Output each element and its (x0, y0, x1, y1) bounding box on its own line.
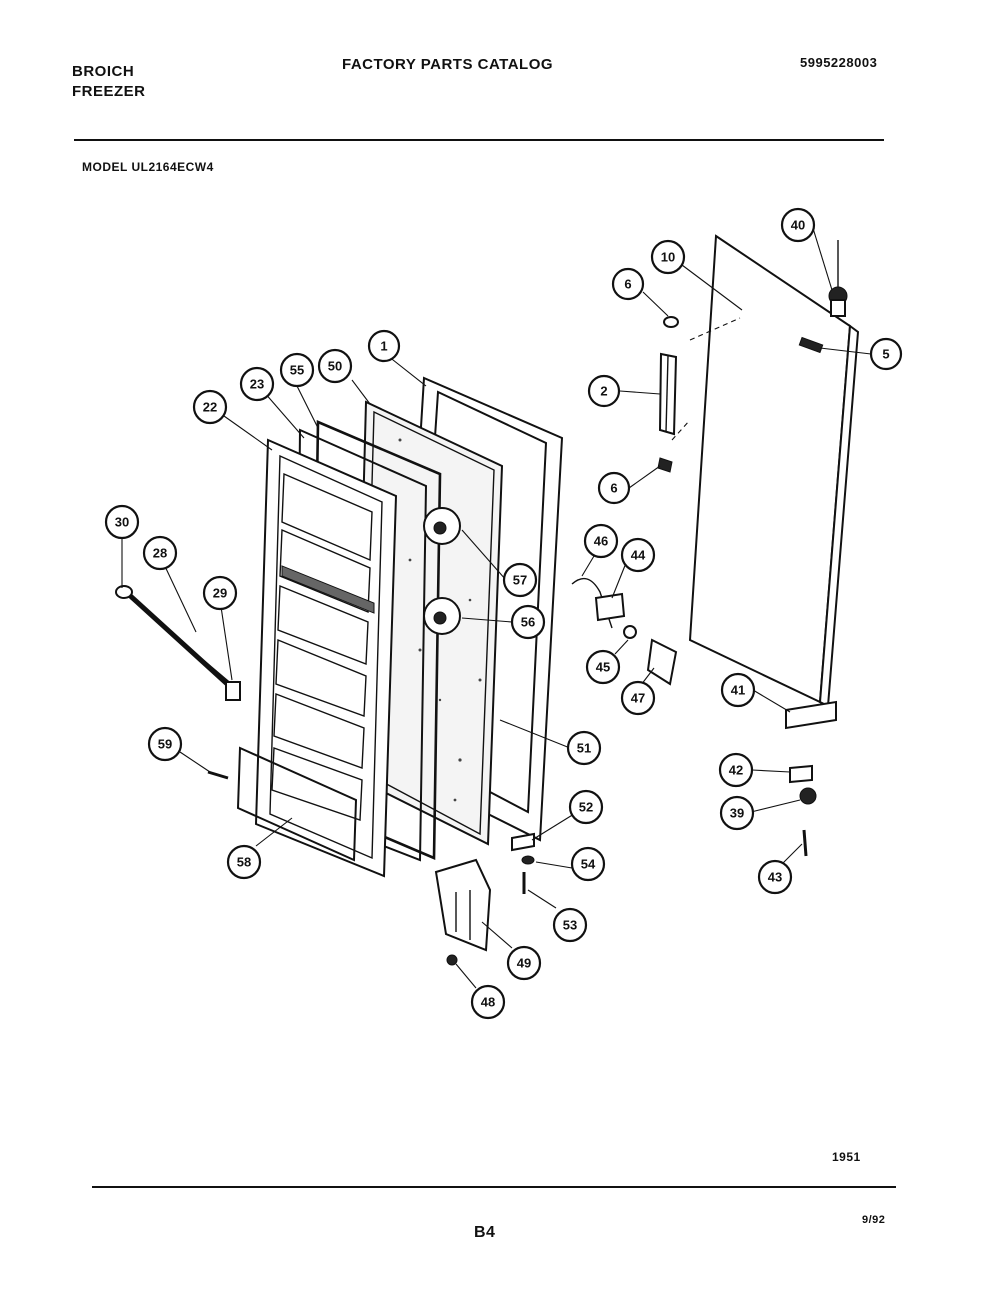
callout-42: 42 (718, 752, 754, 788)
svg-text:49: 49 (517, 956, 531, 971)
callout-1: 1 (367, 329, 401, 363)
catalog-number: 5995228003 (800, 55, 878, 70)
svg-text:10: 10 (661, 250, 675, 265)
callout-53: 53 (552, 907, 588, 943)
callout-56: 56 (510, 604, 546, 640)
callout-51: 51 (566, 730, 602, 766)
callout-30: 30 (104, 504, 140, 540)
svg-text:53: 53 (563, 918, 577, 933)
svg-text:40: 40 (791, 218, 805, 233)
bottom-trim (236, 746, 358, 862)
callout-22: 22 (192, 389, 228, 425)
svg-text:41: 41 (731, 683, 745, 698)
svg-text:56: 56 (521, 615, 535, 630)
svg-text:1: 1 (380, 339, 387, 354)
hinge-bushing-part (828, 240, 848, 317)
screw-59 (207, 770, 229, 780)
callout-6-top: 6 (611, 267, 645, 301)
handle-plate-mark (798, 336, 824, 354)
hinge-bracket (785, 700, 837, 730)
hinge-screw (802, 829, 808, 857)
callout-54: 54 (570, 846, 606, 882)
svg-text:46: 46 (594, 534, 608, 549)
callout-23: 23 (239, 366, 275, 402)
svg-text:48: 48 (481, 995, 495, 1010)
footer-rule (92, 1186, 896, 1188)
callout-41: 41 (720, 672, 756, 708)
callout-5: 5 (869, 337, 903, 371)
header-rule (74, 139, 884, 141)
svg-text:50: 50 (328, 359, 342, 374)
svg-text:2: 2 (600, 384, 607, 399)
callout-48: 48 (470, 984, 506, 1020)
svg-text:45: 45 (596, 660, 610, 675)
callout-46: 46 (583, 523, 619, 559)
hinge-bushing (799, 787, 817, 805)
brand-line-2: FREEZER (72, 83, 146, 100)
svg-text:57: 57 (513, 573, 527, 588)
callout-49: 49 (506, 945, 542, 981)
model-label: MODEL UL2164ECW4 (82, 160, 214, 174)
callout-58: 58 (226, 844, 262, 880)
plug-part-top (663, 316, 679, 328)
brand-line-1: BROICH (72, 63, 135, 80)
handle-part (658, 352, 678, 436)
callout-50: 50 (317, 348, 353, 384)
bottom-hinge-cover (434, 858, 492, 952)
svg-text:23: 23 (250, 377, 264, 392)
outer-door-panel (688, 234, 860, 708)
callout-52: 52 (568, 789, 604, 825)
callout-55: 55 (279, 352, 315, 388)
svg-text:5: 5 (882, 347, 889, 362)
svg-text:59: 59 (158, 737, 172, 752)
callout-59: 59 (147, 726, 183, 762)
svg-text:54: 54 (581, 857, 596, 872)
svg-text:22: 22 (203, 400, 217, 415)
plug-part-lower (657, 457, 673, 473)
callout-29: 29 (202, 575, 238, 611)
svg-text:58: 58 (237, 855, 251, 870)
callout-6-lower: 6 (597, 471, 631, 505)
svg-text:55: 55 (290, 363, 304, 378)
callout-43: 43 (757, 859, 793, 895)
callout-2: 2 (587, 374, 621, 408)
inner-door-liner (254, 438, 398, 878)
svg-text:6: 6 (610, 481, 617, 496)
lock-assembly (571, 577, 678, 686)
callout-57: 57 (502, 562, 538, 598)
shelf-bar-part (115, 585, 241, 701)
svg-text:47: 47 (631, 691, 645, 706)
screw-48 (446, 954, 458, 966)
svg-text:43: 43 (768, 870, 782, 885)
hinge-pin-plate (511, 832, 535, 852)
callout-28: 28 (142, 535, 178, 571)
svg-text:44: 44 (631, 548, 646, 563)
svg-text:29: 29 (213, 586, 227, 601)
brand-block: BROICH FREEZER (72, 62, 146, 102)
callout-47: 47 (620, 680, 656, 716)
callout-40: 40 (780, 207, 816, 243)
svg-text:30: 30 (115, 515, 129, 530)
leader-lines (121, 224, 872, 989)
page-number: B4 (474, 1224, 496, 1241)
svg-text:6: 6 (624, 277, 631, 292)
svg-text:42: 42 (729, 763, 743, 778)
drawing-code: 1951 (832, 1150, 861, 1164)
svg-text:52: 52 (579, 800, 593, 815)
washer-54 (521, 855, 535, 865)
svg-text:28: 28 (153, 546, 167, 561)
callout-44: 44 (620, 537, 656, 573)
catalog-title: FACTORY PARTS CATALOG (342, 56, 554, 73)
hinge-plate (789, 764, 813, 784)
svg-text:39: 39 (730, 806, 744, 821)
revision-date: 9/92 (862, 1214, 886, 1226)
callout-45: 45 (585, 649, 621, 685)
svg-text:51: 51 (577, 741, 591, 756)
callout-39: 39 (719, 795, 755, 831)
callout-10: 10 (650, 239, 686, 275)
